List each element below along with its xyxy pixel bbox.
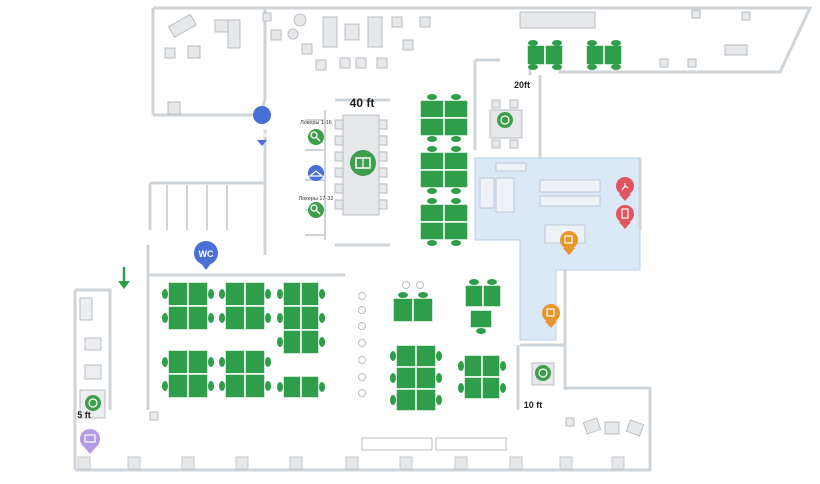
lockers-rack: [166, 110, 326, 240]
meeting-room-icon[interactable]: [535, 365, 551, 381]
hanger-pin-icon[interactable]: [308, 165, 324, 181]
meeting-room-icon[interactable]: [85, 395, 101, 411]
meeting-room-icon[interactable]: [350, 150, 376, 176]
running-person-icon[interactable]: [616, 177, 634, 201]
coffee-cup-icon[interactable]: [542, 304, 560, 328]
stools: [358, 281, 424, 397]
window-posts: [77, 456, 625, 470]
room-label-10ft: 10 ft: [524, 400, 543, 410]
locker-search-icon[interactable]: [308, 202, 324, 218]
lounge-seats: [149, 411, 645, 437]
locker-search-icon[interactable]: [308, 129, 324, 145]
printer-pin-icon[interactable]: [80, 429, 100, 454]
benches: [361, 437, 507, 451]
top-furniture: [164, 9, 751, 115]
coffee-cup-icon[interactable]: [560, 231, 578, 255]
room-label-5ft: 5 ft: [77, 410, 91, 420]
extinguisher-icon[interactable]: [616, 205, 634, 229]
room-label-40ft: 40 ft: [350, 96, 375, 110]
green-desks: [167, 44, 623, 412]
wc-label: WC: [199, 249, 214, 259]
lockers-label-1: Локеры 1-16: [300, 120, 332, 126]
down-arrow-icon: [118, 267, 130, 289]
room-label-20ft: 20ft: [514, 80, 530, 90]
left-room-fixtures: [79, 297, 106, 419]
hanger-pin-icon[interactable]: [253, 106, 272, 146]
meeting-room-icon[interactable]: [497, 112, 513, 128]
desk-chairs: [162, 40, 621, 405]
walls: [73, 6, 813, 472]
lockers-label-2: Локеры 17-32: [299, 196, 334, 202]
wc-pin-icon[interactable]: WC: [194, 241, 218, 270]
